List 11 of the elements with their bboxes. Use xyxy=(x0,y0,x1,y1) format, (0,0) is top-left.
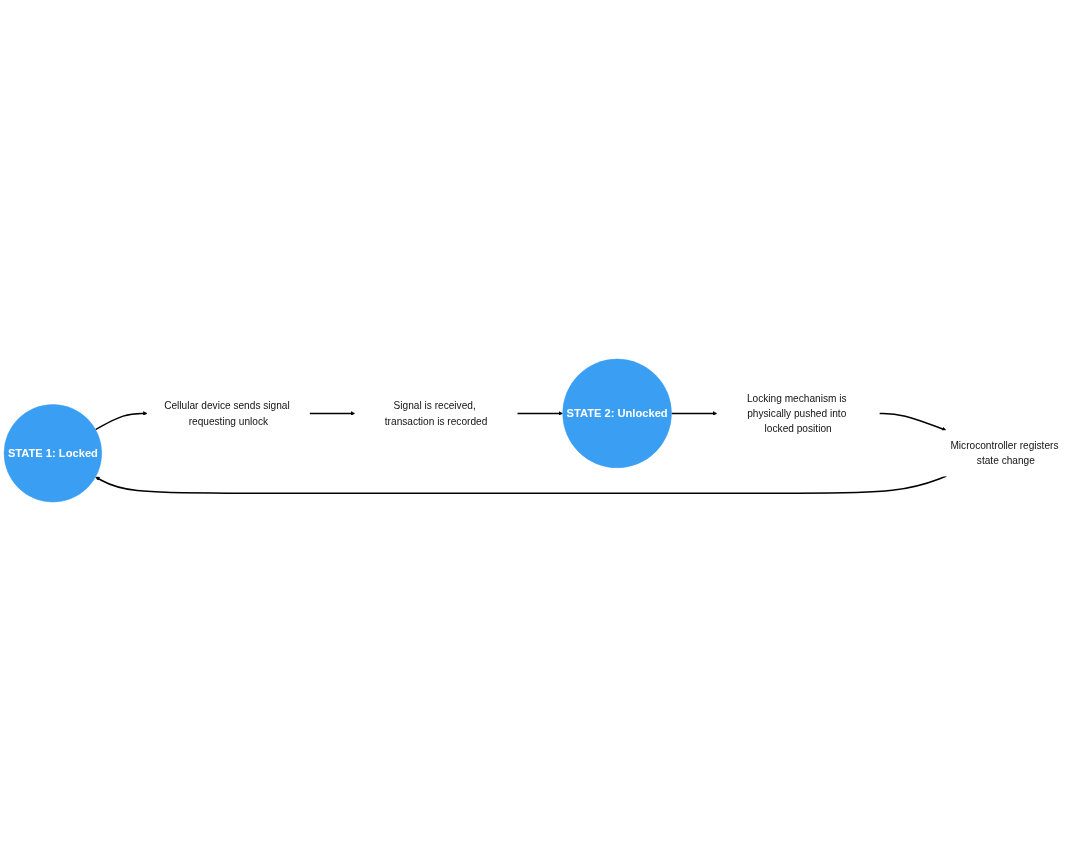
node-text: Locking mechanism is physically pushed into locked position xyxy=(746,392,847,435)
arrow xyxy=(516,411,563,416)
node-circle: STATE 1: Locked xyxy=(3,404,102,503)
arrow xyxy=(878,412,947,432)
node-circle: STATE 2: Unlocked xyxy=(562,358,672,468)
node-text: Cellular device sends signal requesting unlock xyxy=(164,400,290,427)
node-text: Microcontroller registers state change xyxy=(950,440,1059,467)
arrow xyxy=(308,411,356,416)
arrow xyxy=(670,411,718,416)
node-text: Signal is received, transaction is recorded xyxy=(384,400,488,427)
arrow xyxy=(94,411,148,431)
